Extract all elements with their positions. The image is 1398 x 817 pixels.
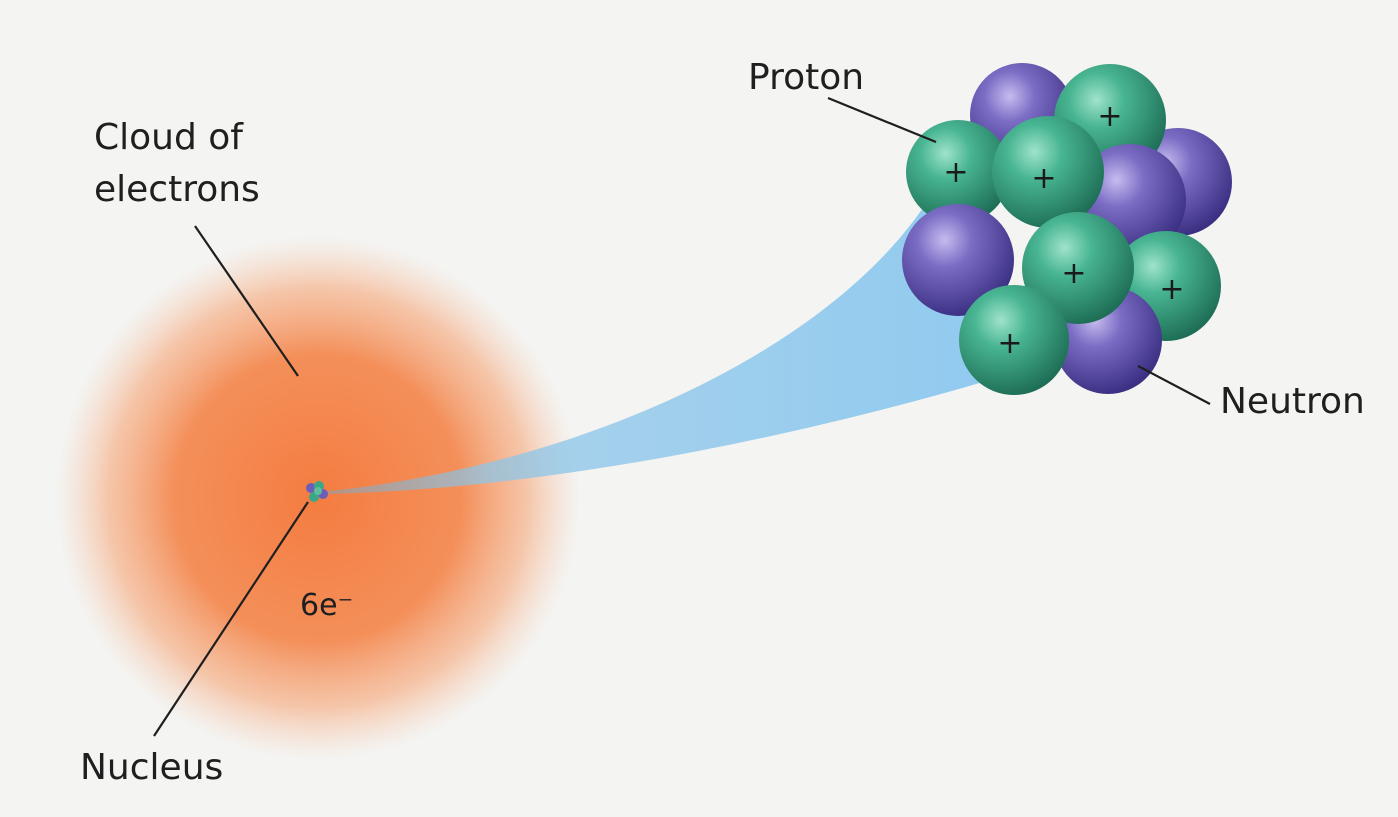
nucleus-label: Nucleus bbox=[80, 747, 224, 788]
cloud-of-electrons-label: Cloud of electrons bbox=[94, 112, 260, 216]
zoom-beam bbox=[318, 205, 990, 494]
proton-charge-sign: + bbox=[1061, 256, 1086, 291]
proton-charge-sign: + bbox=[997, 326, 1022, 361]
proton-sphere bbox=[992, 116, 1104, 228]
nucleus-leader-line bbox=[153, 501, 309, 737]
neutron-sphere bbox=[902, 204, 1014, 316]
neutron-leader-line bbox=[1137, 365, 1211, 405]
nucleus-small bbox=[306, 481, 328, 502]
proton-sphere bbox=[1022, 212, 1134, 324]
proton-charge-sign: + bbox=[1159, 272, 1184, 307]
proton-label: Proton bbox=[748, 57, 865, 98]
cloud-label-line2: electrons bbox=[94, 169, 260, 210]
proton-charge-sign: + bbox=[1097, 99, 1122, 134]
proton-leader-line bbox=[827, 96, 937, 144]
nucleus-enlarged: + + + + + + bbox=[902, 63, 1232, 395]
electron-count-label: 6e⁻ bbox=[300, 588, 354, 623]
leader-lines bbox=[153, 96, 1211, 737]
cloud-label-line1: Cloud of bbox=[94, 117, 243, 158]
proton-charge-sign: + bbox=[1031, 161, 1056, 196]
proton-charge-sign: + bbox=[943, 155, 968, 190]
proton-sphere bbox=[906, 120, 1010, 224]
proton-sphere bbox=[959, 285, 1069, 395]
neutron-label: Neutron bbox=[1220, 381, 1365, 422]
cloud-leader-line bbox=[194, 225, 299, 377]
